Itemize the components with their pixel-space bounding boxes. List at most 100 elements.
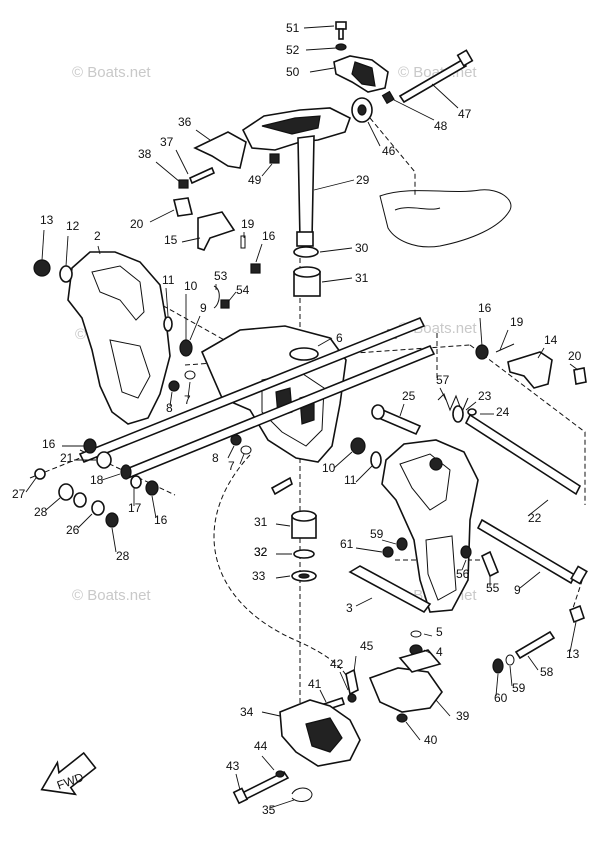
callout-20: 20 (130, 217, 144, 231)
callout-31: 31 (355, 271, 369, 285)
bracket-15 (197, 211, 236, 251)
callout-40: 40 (424, 733, 438, 747)
callout-35: 35 (262, 803, 276, 817)
leader-line (303, 25, 335, 29)
nut-13 (33, 259, 51, 277)
callout-10: 10 (322, 461, 336, 475)
nut-40 (396, 713, 408, 723)
callout-34: 34 (240, 705, 254, 719)
washer-44 (275, 770, 285, 778)
leader-line (227, 291, 237, 303)
callout-42: 42 (330, 657, 344, 671)
clamp-bracket-left (33, 251, 230, 425)
callout-32: 32 (254, 545, 268, 559)
pin-19-right (495, 343, 515, 353)
callout-44: 44 (254, 739, 268, 753)
nut-8 (168, 380, 180, 392)
callout-28: 28 (34, 505, 48, 519)
leader-line (431, 83, 459, 109)
callout-8: 8 (166, 401, 173, 415)
callout-59: 59 (370, 527, 384, 541)
leader-line (255, 243, 263, 263)
callout-9: 9 (514, 583, 521, 597)
rod-9 (476, 518, 577, 585)
steering-arm-group (173, 21, 512, 297)
callout-11: 11 (162, 273, 175, 287)
leader-line (319, 247, 353, 253)
callout-57: 57 (436, 373, 450, 387)
block-20 (173, 197, 193, 217)
leader-line (97, 245, 101, 255)
nut-16-lower (145, 480, 159, 496)
leader-line (239, 453, 245, 465)
callout-46: 46 (382, 144, 396, 158)
screw (270, 476, 293, 496)
leader-line (465, 401, 477, 411)
clamp-bracket-2 (67, 251, 171, 425)
ring-27 (34, 468, 46, 480)
pin-24 (467, 408, 477, 416)
nut-28 (105, 512, 119, 528)
callout-21: 21 (60, 451, 74, 465)
callout-54: 54 (236, 283, 250, 297)
callout-29: 29 (356, 173, 370, 187)
leader-line (309, 67, 335, 73)
leader-line (149, 209, 175, 223)
bolt-54 (220, 299, 230, 309)
leader-line (527, 499, 549, 517)
bushing-10-right (350, 437, 366, 455)
leader-line (111, 527, 117, 553)
callout-27: 27 (12, 487, 26, 501)
leader-line (495, 673, 499, 697)
callout-33: 33 (252, 569, 266, 583)
bushing-18 (120, 464, 132, 480)
callout-45: 45 (360, 639, 374, 653)
callout-13: 13 (566, 647, 580, 661)
ring-23 (452, 405, 464, 423)
nut-56 (460, 545, 472, 559)
callout-15: 15 (164, 233, 178, 247)
bushing-10 (179, 339, 193, 357)
leader-line (321, 277, 353, 283)
callout-8: 8 (212, 451, 219, 465)
leader-line (227, 445, 235, 459)
leader-line (339, 671, 349, 691)
leader-line (165, 287, 169, 317)
callout-32: 32 (254, 545, 268, 559)
leader-line (25, 477, 37, 493)
ring-35 (291, 787, 313, 802)
callout-11: 11 (344, 473, 357, 487)
washer-11 (163, 316, 173, 332)
callout-14: 14 (544, 333, 558, 347)
bushing-21 (96, 451, 112, 469)
callout-47: 47 (458, 107, 472, 121)
cap-13-right (569, 604, 585, 624)
callout-48: 48 (434, 119, 448, 133)
leader-line (77, 513, 93, 529)
leader-line (275, 575, 291, 579)
nut-16-left (83, 438, 97, 454)
leader-line (101, 473, 121, 481)
leader-line (181, 237, 201, 243)
callout-30: 30 (355, 241, 369, 255)
callout-55: 55 (486, 581, 500, 595)
callout-6: 6 (336, 331, 343, 345)
leader-line (423, 633, 433, 637)
nut-38 (178, 179, 189, 189)
callout-28: 28 (116, 549, 130, 563)
leader-line (175, 149, 189, 175)
bolt-45 (345, 668, 359, 696)
callout-56: 56 (456, 567, 470, 581)
nut-48 (381, 90, 395, 105)
leader-line (235, 773, 241, 791)
bracket-14 (507, 351, 553, 389)
spring-53 (213, 285, 220, 309)
leader-line (261, 711, 281, 717)
callout-10: 10 (184, 279, 198, 293)
clamp-bracket-right (348, 343, 587, 624)
washer-7-lower (240, 445, 252, 455)
leader-line (367, 121, 381, 147)
leader-line (151, 495, 157, 519)
